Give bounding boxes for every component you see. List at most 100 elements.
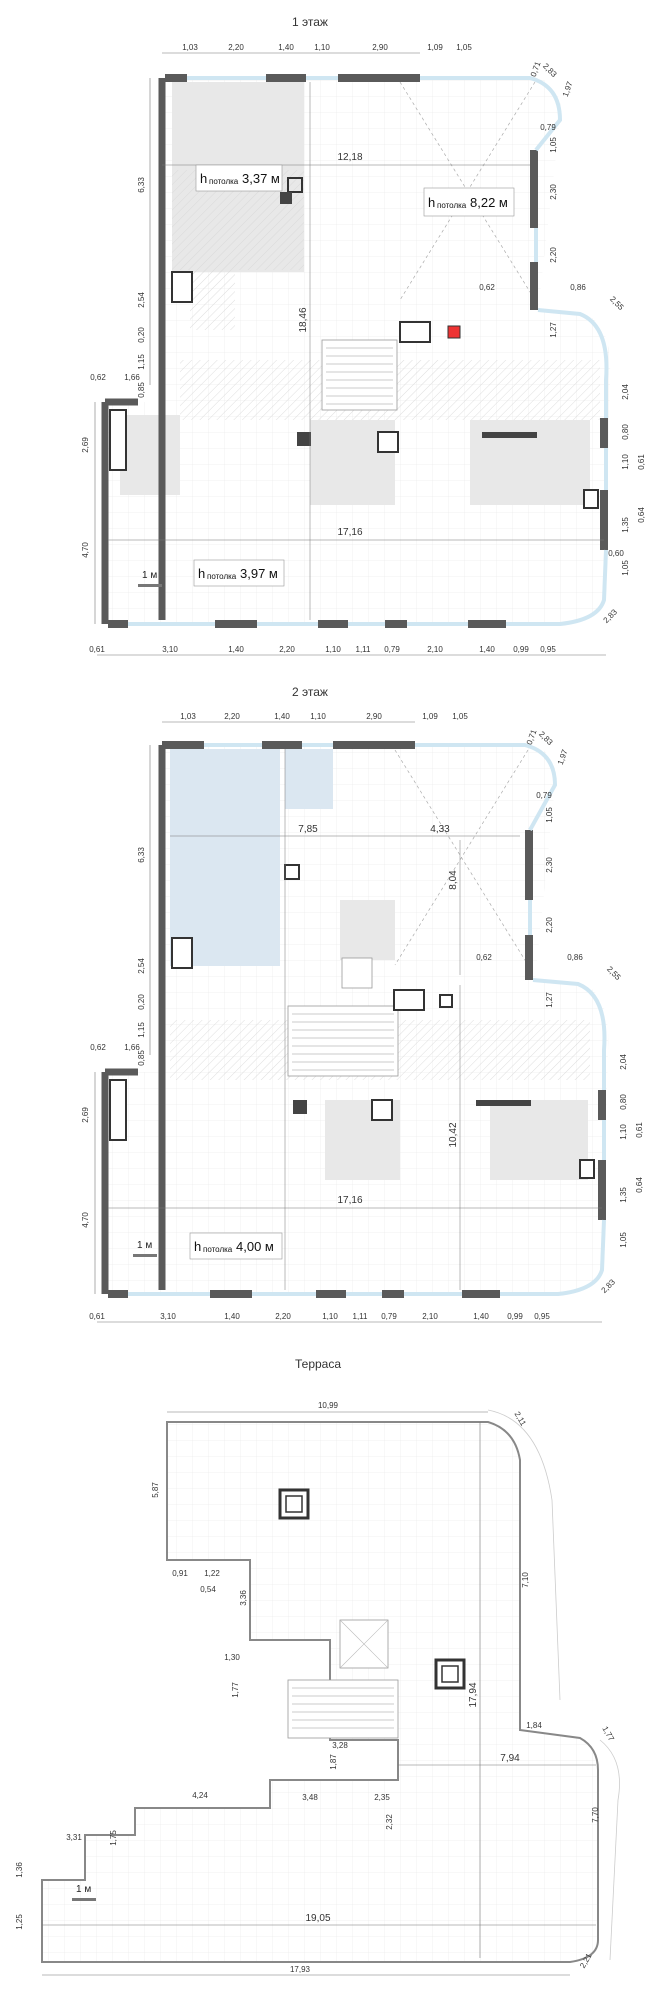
floor1-water-riser-icon: [583, 489, 599, 509]
floor1-dim-step: 0,62: [90, 373, 106, 382]
floor1-dim-right: 1,05: [549, 137, 558, 153]
floor1-plan: 1 этаж: [81, 15, 646, 656]
floor2-dim-right: 2,04: [619, 1054, 628, 1070]
floor2-dim-inner: 8,04: [448, 870, 459, 890]
floor2-column: [284, 864, 300, 880]
floor2-dim-right: 0,80: [619, 1094, 628, 1110]
svg-text:1 м: 1 м: [137, 1240, 152, 1251]
floor1-dim-bottom: 2,10: [427, 645, 443, 654]
floor1-dim-inner: 0,71: [529, 60, 543, 78]
floor2-zone-blue: [170, 749, 280, 966]
terrace-dim: 7,10: [521, 1572, 530, 1588]
floor1-dim-inner: 12,18: [337, 152, 362, 163]
svg-text:1 м: 1 м: [76, 1884, 91, 1895]
svg-text:3,37 м: 3,37 м: [242, 171, 280, 186]
floor2-dim-top: 1,09: [422, 712, 438, 721]
svg-text:потолка: потолка: [207, 572, 237, 581]
floor1-column: [297, 432, 311, 446]
terrace-dim: 2,11: [513, 1410, 529, 1428]
floor1-glazing: [128, 76, 609, 626]
terrace-floor-area: [41, 1421, 599, 1963]
terrace-dim: 1,22: [204, 1569, 220, 1578]
floor2-dim-left: 4,70: [81, 1212, 90, 1228]
terrace-dim: 5,87: [151, 1482, 160, 1498]
floor1-dim-right-step: 0,86: [570, 283, 586, 292]
floor2-wall-seg: [262, 741, 302, 749]
floor1-wall-seg: [385, 620, 407, 628]
floor2-water-riser-icon: [109, 1079, 127, 1141]
floor2-dim-top: 1,10: [310, 712, 326, 721]
floor1-wall-seg: [318, 620, 348, 628]
floor2-dim-right: 2,20: [545, 917, 554, 933]
terrace-dim: 4,24: [192, 1791, 208, 1800]
floor2-dim-right-step: 0,62: [476, 953, 492, 962]
terrace-dim: 17,93: [290, 1965, 311, 1974]
floor2-dim-right: 1,10: [619, 1124, 628, 1140]
floor2-dim-inner: 1,97: [556, 748, 570, 766]
floor1-dim-left: 2,69: [81, 437, 90, 453]
floor1-dim-inner: 18,46: [298, 307, 309, 332]
floor2-scale-bar: 1 м: [133, 1240, 157, 1257]
floor1-dim-left: 1,15: [137, 354, 146, 370]
floor2-ceiling-label: h потолка 4,00 м: [189, 1232, 283, 1260]
floor2-dim-right: 0,79: [536, 791, 552, 800]
terrace-dim: 19,05: [305, 1913, 330, 1924]
floor1-wall-seg: [600, 418, 608, 448]
floor2-beam: [476, 1100, 531, 1106]
terrace-dim: 0,54: [200, 1585, 216, 1594]
terrace-dim: 17,94: [468, 1682, 479, 1707]
svg-text:8,22 м: 8,22 м: [470, 195, 508, 210]
terrace-stairs: [287, 1679, 399, 1739]
floor1-dim-right: 0,80: [621, 424, 630, 440]
terrace-dim: 1,84: [526, 1721, 542, 1730]
floor2-dim-bottom: 1,40: [224, 1312, 240, 1321]
floor1-dim-top: 1,10: [314, 43, 330, 52]
floor2-dim-left: 1,15: [137, 1022, 146, 1038]
floor2-dim-left: 6,33: [137, 847, 146, 863]
floor2-dim-bottom: 1,11: [353, 1312, 369, 1321]
terrace-dim: 7,94: [500, 1753, 520, 1764]
floor1-title: 1 этаж: [292, 15, 328, 29]
floor1-dim-bottom: 0,79: [384, 645, 400, 654]
floor1-shaft: [377, 431, 399, 453]
floor1-ceiling-label-a: h потолка 3,37 м: [195, 164, 283, 192]
floor1-wall-seg: [266, 74, 306, 82]
floor1-wall-seg: [468, 620, 506, 628]
floor1-wall-seg: [600, 490, 608, 550]
floor1-dim-step: 1,66: [124, 373, 140, 382]
floor2-dim-right-step: 0,86: [567, 953, 583, 962]
terrace-dim: 3,36: [239, 1590, 248, 1606]
floor2-dim-inner: 17,16: [337, 1195, 362, 1206]
floor1-dim-left: 6,33: [137, 177, 146, 193]
floor1-stairs: [321, 339, 398, 411]
floor2-dim-right: 1,35: [619, 1187, 628, 1203]
floor2-wall-seg: [598, 1090, 606, 1120]
floor2-glazing: [128, 743, 607, 1296]
floor1-column: [280, 192, 292, 204]
floor1-dim-right: 2,20: [549, 247, 558, 263]
floor2-dim-inner: 7,85: [298, 824, 318, 835]
floor1-dim-top: 1,09: [427, 43, 443, 52]
floor1-dim-right: 0,60: [608, 549, 624, 558]
terrace-dim: 1,77: [231, 1682, 240, 1698]
floor1-wall-seg: [215, 620, 257, 628]
terrace-scale-bar: 1 м: [72, 1884, 96, 1901]
floor1-beam: [482, 432, 537, 438]
floor2-wall-seg: [525, 830, 533, 900]
floor2-dim-bottom: 0,95: [534, 1312, 550, 1321]
floor1-dim-top: 1,03: [182, 43, 198, 52]
svg-text:3,97 м: 3,97 м: [240, 566, 278, 581]
floor2-zone-gray: [340, 900, 395, 960]
floor1-dim-right: 2,83: [602, 607, 620, 625]
floor2-title: 2 этаж: [292, 685, 328, 699]
floor2-vent-icon: [171, 937, 193, 969]
terrace-dim: 1,77: [600, 1725, 616, 1743]
floor2-dim-left: 0,20: [137, 994, 146, 1010]
floor1-dim-right: 1,35: [621, 517, 630, 533]
floor1-dim-bottom: 3,10: [162, 645, 178, 654]
floor2-stair-steps: [292, 1013, 394, 1071]
floor2-wall-seg: [525, 935, 533, 980]
floor1-dim-right-step: 2,55: [608, 295, 626, 313]
svg-text:h: h: [428, 195, 435, 210]
terrace-outline: [487, 1409, 620, 1961]
